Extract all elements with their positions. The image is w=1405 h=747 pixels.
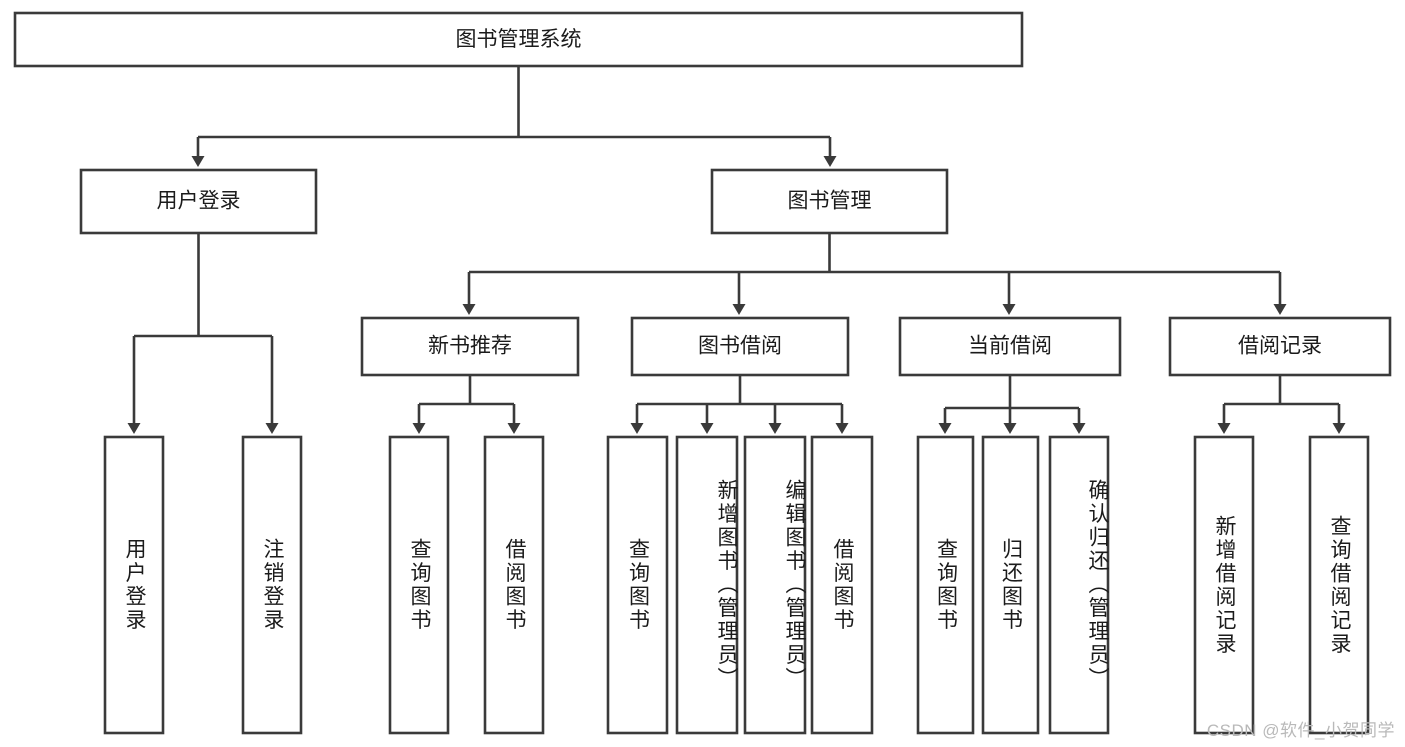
node-book-borrow-label: 图书借阅 [698, 335, 782, 358]
node-root-label: 图书管理系统 [456, 28, 582, 51]
node-new-book-recommend-label: 新书推荐 [428, 335, 512, 358]
node-root-box [13, 11, 1024, 68]
leaf-query-book-current-box[interactable] [916, 435, 975, 735]
leaf-confirm-return-admin-box[interactable] [1048, 435, 1110, 735]
leaf-logout-login-box[interactable] [241, 435, 303, 735]
node-current-borrow-box [898, 316, 1122, 377]
leaf-query-borrow-record-box[interactable] [1308, 435, 1370, 735]
leaf-edit-book-admin-box[interactable] [743, 435, 807, 735]
node-user-login-label: 用户登录 [157, 190, 241, 213]
node-new-book-recommend-box [360, 316, 580, 377]
leaf-return-book-box[interactable] [981, 435, 1040, 735]
leaf-borrow-book-recommend-box[interactable] [483, 435, 545, 735]
csdn-watermark: CSDN @软件_小贺同学 [1206, 721, 1395, 740]
leaf-borrow-book-box[interactable] [810, 435, 874, 735]
node-new-book-recommend[interactable]: 新书推荐 [360, 316, 580, 377]
node-current-borrow-label: 当前借阅 [968, 335, 1052, 358]
node-root[interactable]: 图书管理系统 [13, 11, 1024, 68]
node-user-login[interactable]: 用户登录 [79, 168, 318, 235]
node-borrow-record-box [1168, 316, 1392, 377]
node-borrow-record-label: 借阅记录 [1238, 335, 1322, 358]
node-book-borrow-box [630, 316, 850, 377]
node-book-management-box [710, 168, 949, 235]
node-book-management[interactable]: 图书管理 [710, 168, 949, 235]
node-borrow-record[interactable]: 借阅记录 [1168, 316, 1392, 377]
leaf-query-book-recommend-box[interactable] [388, 435, 450, 735]
leaf-user-login-box[interactable] [103, 435, 165, 735]
node-current-borrow[interactable]: 当前借阅 [898, 316, 1122, 377]
leaf-add-borrow-record-box[interactable] [1193, 435, 1255, 735]
node-book-management-label: 图书管理 [788, 190, 872, 213]
node-book-borrow[interactable]: 图书借阅 [630, 316, 850, 377]
leaf-query-book-borrow-box[interactable] [606, 435, 669, 735]
leaf-add-book-admin-box[interactable] [675, 435, 739, 735]
